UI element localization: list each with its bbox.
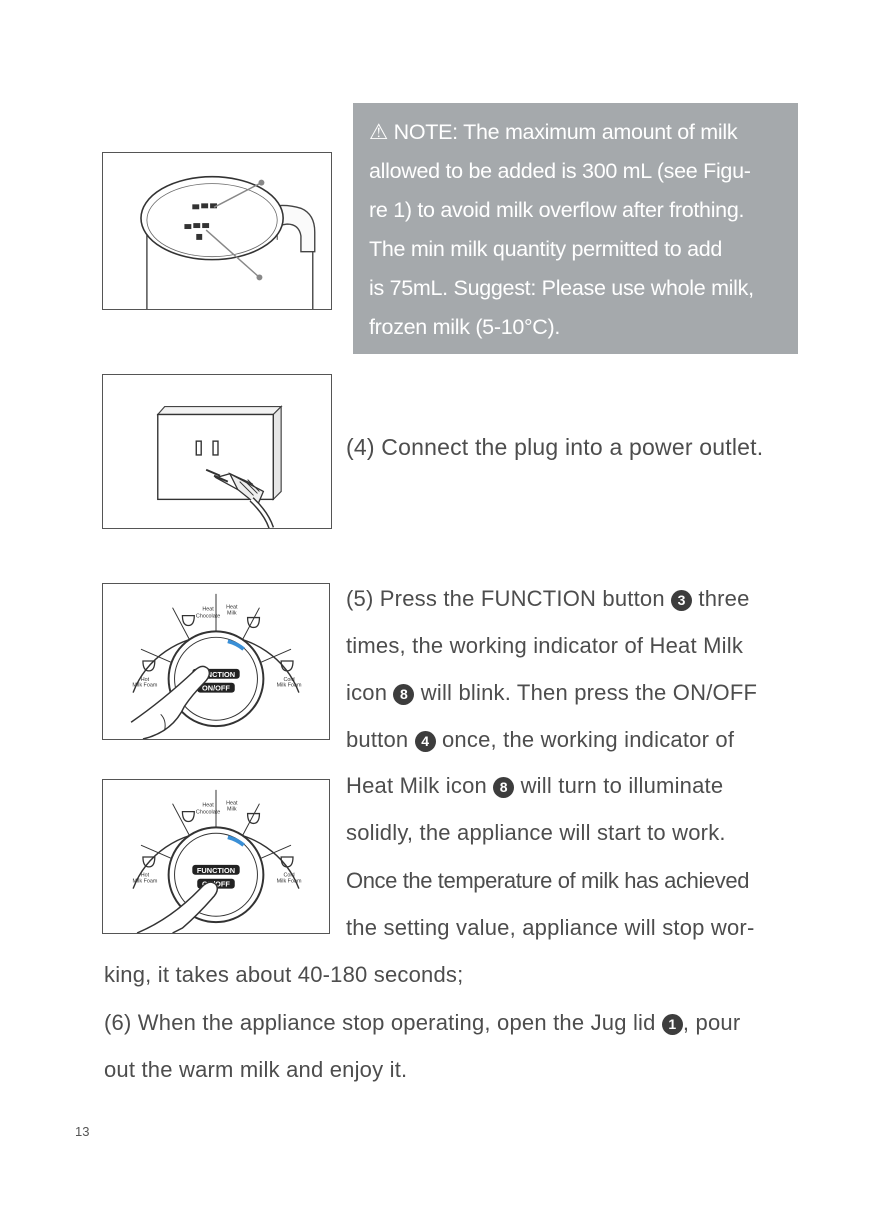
callout-number-badge: 8 bbox=[393, 684, 415, 705]
jug-illustration bbox=[140, 175, 316, 309]
step-5-line: Once the temperature of milk has achieve… bbox=[346, 868, 750, 893]
callout-number-badge: 3 bbox=[671, 590, 693, 611]
step-5-line: the setting value, appliance will stop w… bbox=[346, 915, 755, 940]
figure-power-outlet bbox=[102, 374, 332, 529]
step-5-line: solidly, the appliance will start to wor… bbox=[346, 820, 726, 845]
step-5-line: button 4 once, the working indicator of bbox=[346, 727, 735, 752]
page-number: 13 bbox=[75, 1124, 90, 1139]
svg-text:Heat: Heat bbox=[202, 803, 214, 809]
svg-text:Heat: Heat bbox=[226, 605, 238, 611]
step-6-line: out the warm milk and enjoy it. bbox=[104, 1057, 408, 1082]
step-5-line: Heat Milk icon 8 will turn to illuminate bbox=[346, 773, 724, 798]
svg-text:Heat: Heat bbox=[202, 607, 214, 613]
svg-text:Hot: Hot bbox=[141, 677, 150, 683]
step-4-text: (4) Connect the plug into a power outlet… bbox=[346, 434, 764, 460]
svg-text:Milk Foam: Milk Foam bbox=[132, 879, 157, 885]
function-label: FUNCTION bbox=[197, 866, 235, 875]
step-5-line: (5) Press the FUNCTION button 3 three bbox=[346, 586, 750, 611]
svg-text:Cold: Cold bbox=[283, 873, 294, 879]
svg-text:Milk Foam: Milk Foam bbox=[277, 879, 302, 885]
note-line: is 75mL. Suggest: Please use whole milk, bbox=[369, 276, 754, 300]
step-5-line: icon 8 will blink. Then press the ON/OFF bbox=[346, 680, 758, 705]
callout-number-badge: 1 bbox=[661, 1014, 683, 1035]
svg-text:Milk: Milk bbox=[227, 807, 237, 813]
step-5-line: king, it takes about 40-180 seconds; bbox=[104, 962, 464, 987]
note-line: The min milk quantity permitted to add bbox=[369, 237, 723, 261]
onoff-label: ON/OFF bbox=[202, 684, 230, 693]
note-line: ⚠ NOTE: The maximum amount of milk bbox=[369, 120, 738, 144]
note-line: allowed to be added is 300 mL (see Figu- bbox=[369, 159, 751, 183]
svg-text:Heat: Heat bbox=[226, 801, 238, 807]
callout-number-badge: 4 bbox=[414, 731, 436, 752]
control-panel-illustration: FUNCTION ON/OFF Heat Chocolate Heat Milk… bbox=[130, 593, 302, 739]
note-line: re 1) to avoid milk overflow after froth… bbox=[369, 198, 745, 222]
figure-press-onoff: FUNCTION ON/OFF Heat Chocolate Heat Milk… bbox=[102, 779, 330, 934]
callout-number-badge: 8 bbox=[493, 777, 515, 798]
svg-text:Milk Foam: Milk Foam bbox=[277, 683, 302, 689]
svg-text:Hot: Hot bbox=[141, 873, 150, 879]
step-6-line: (6) When the appliance stop operating, o… bbox=[104, 1010, 741, 1035]
note-line: frozen milk (5-10°C). bbox=[369, 315, 561, 339]
figure-jug-max-min bbox=[102, 152, 332, 310]
svg-text:Milk Foam: Milk Foam bbox=[132, 683, 157, 689]
note-box: ⚠ NOTE: The maximum amount of milk allow… bbox=[353, 103, 798, 354]
svg-text:Chocolate: Chocolate bbox=[196, 614, 220, 620]
function-label: FUNCTION bbox=[197, 670, 235, 679]
step-5-line: times, the working indicator of Heat Mil… bbox=[346, 633, 744, 658]
svg-text:Cold: Cold bbox=[283, 677, 294, 683]
figure-press-function: FUNCTION ON/OFF Heat Chocolate Heat Milk… bbox=[102, 583, 330, 740]
control-panel-illustration: FUNCTION ON/OFF Heat Chocolate Heat Milk… bbox=[132, 789, 302, 933]
outlet-illustration bbox=[156, 405, 283, 528]
svg-text:Chocolate: Chocolate bbox=[196, 810, 220, 816]
svg-text:Milk: Milk bbox=[227, 611, 237, 617]
